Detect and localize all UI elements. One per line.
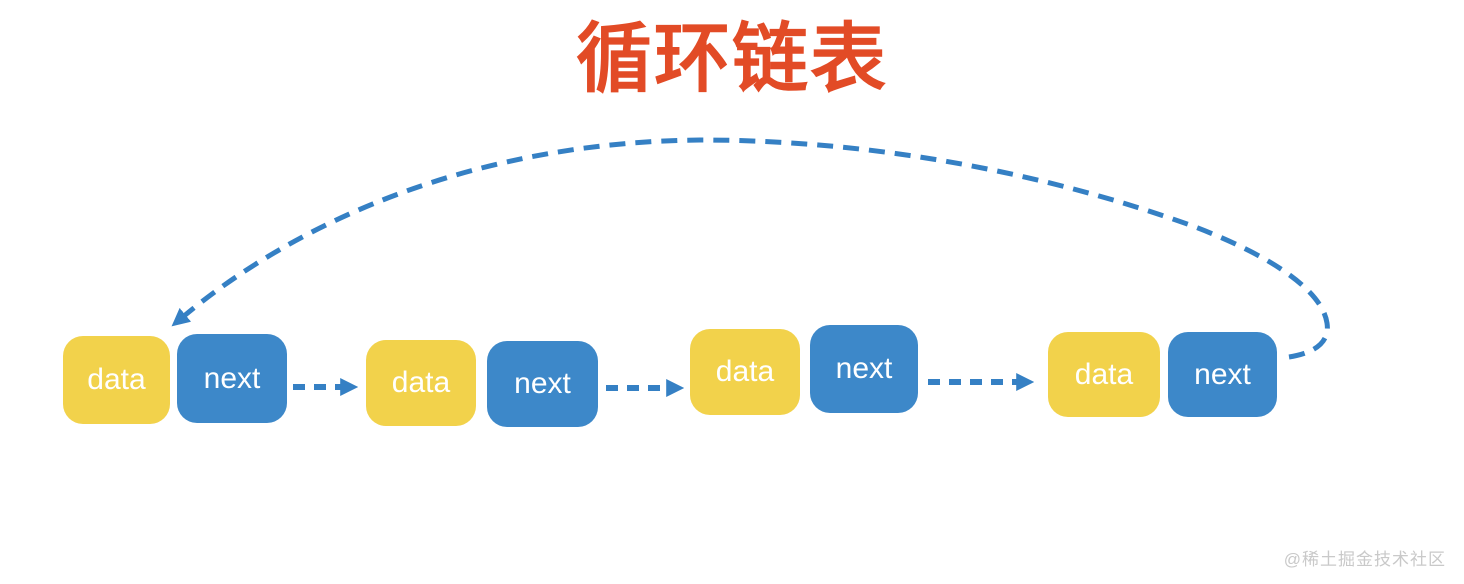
node-3-data-box: data	[690, 329, 800, 415]
node-4-next-label: next	[1194, 357, 1251, 391]
watermark: @稀土掘金技术社区	[1283, 550, 1446, 569]
node-1-data-label: data	[87, 363, 146, 396]
node-2-data-box: data	[366, 340, 476, 426]
node-4-data-label: data	[1074, 357, 1134, 391]
node-3-next-label: next	[835, 352, 893, 385]
node-2-data-label: data	[391, 366, 451, 399]
node-1-next-label: next	[203, 361, 261, 395]
node-1-next-box: next	[177, 334, 287, 423]
circular-loop-arrow	[171, 137, 1330, 360]
diagram-title: 循环链表	[576, 17, 888, 102]
node-4-next-box: next	[1168, 332, 1277, 417]
node-4-data-box: data	[1048, 332, 1160, 417]
node-2-next-box: next	[487, 341, 598, 427]
node-3-data-label: data	[715, 355, 775, 388]
node-2-next-label: next	[514, 367, 571, 400]
node-1-data-box: data	[63, 336, 170, 424]
node-3-next-box: next	[810, 325, 918, 413]
